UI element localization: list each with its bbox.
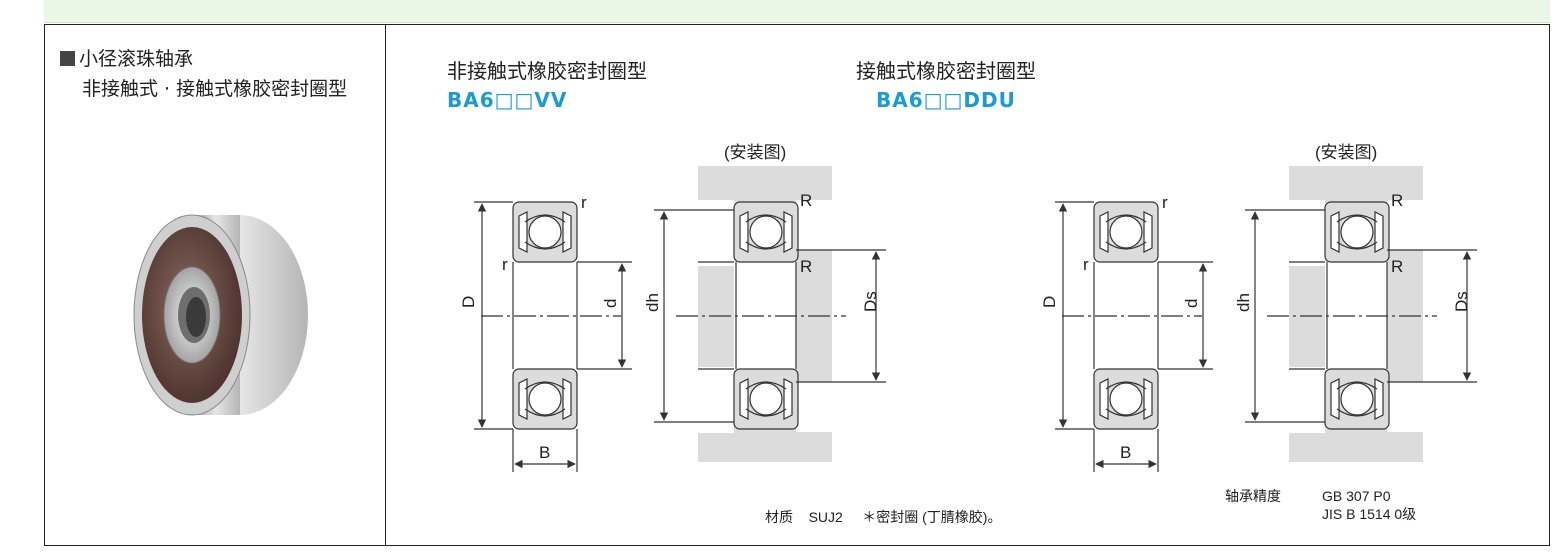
install1-section [654, 166, 886, 462]
column-divider [385, 24, 386, 546]
type2-code: BA6□□DDU [876, 88, 1016, 112]
content-frame [44, 24, 1550, 546]
label-D: D [459, 296, 478, 308]
precision-value-1: GB 307 P0 [1322, 488, 1391, 504]
label-r-outer: r [581, 193, 587, 212]
seal-note: ＊密封圈 (丁腈橡胶)。 [862, 509, 1002, 525]
product-subtitle: 非接触式 · 接触式橡胶密封圈型 [82, 78, 348, 100]
precision-value-2: JIS B 1514 0级 [1322, 506, 1417, 522]
bearing-drawings: D d B r r (安装图) R R dh Ds [459, 143, 1477, 472]
label-dh-2: dh [1234, 293, 1253, 312]
precision-label: 轴承精度 [1225, 488, 1281, 504]
install1-label: (安装图) [724, 143, 786, 162]
material-label: 材质 [765, 509, 793, 525]
bearing2-section [1055, 201, 1213, 472]
label-d-2: d [1182, 299, 1201, 308]
label-R-outer-2: R [1391, 191, 1403, 210]
label-B: B [539, 443, 550, 462]
label-r-inner-2: r [1083, 255, 1089, 274]
label-B-2: B [1120, 443, 1131, 462]
label-R-inner-2: R [1391, 257, 1403, 276]
product-title: 小径滚珠轴承 [60, 44, 193, 74]
label-D-2: D [1040, 296, 1059, 308]
material-note: 材质 SUJ2 ＊密封圈 (丁腈橡胶)。 [765, 508, 1001, 526]
label-r-inner: r [502, 255, 508, 274]
label-Ds: Ds [861, 291, 880, 312]
label-Ds-2: Ds [1452, 291, 1471, 312]
type1-heading: 非接触式橡胶密封圈型 [447, 59, 647, 83]
material-value: SUJ2 [808, 509, 843, 525]
label-R-inner: R [800, 257, 812, 276]
install2-section [1245, 166, 1477, 462]
label-dh: dh [643, 293, 662, 312]
type2-heading: 接触式橡胶密封圈型 [856, 59, 1036, 83]
type1-code: BA6□□VV [447, 88, 568, 112]
bearing1-section [474, 201, 632, 472]
top-banner [44, 0, 1550, 23]
label-R-outer: R [800, 191, 812, 210]
bearing-photo [133, 214, 308, 416]
install2-label: (安装图) [1315, 143, 1377, 162]
label-d: d [601, 299, 620, 308]
square-bullet-icon [60, 51, 75, 66]
label-r-outer-2: r [1162, 193, 1168, 212]
